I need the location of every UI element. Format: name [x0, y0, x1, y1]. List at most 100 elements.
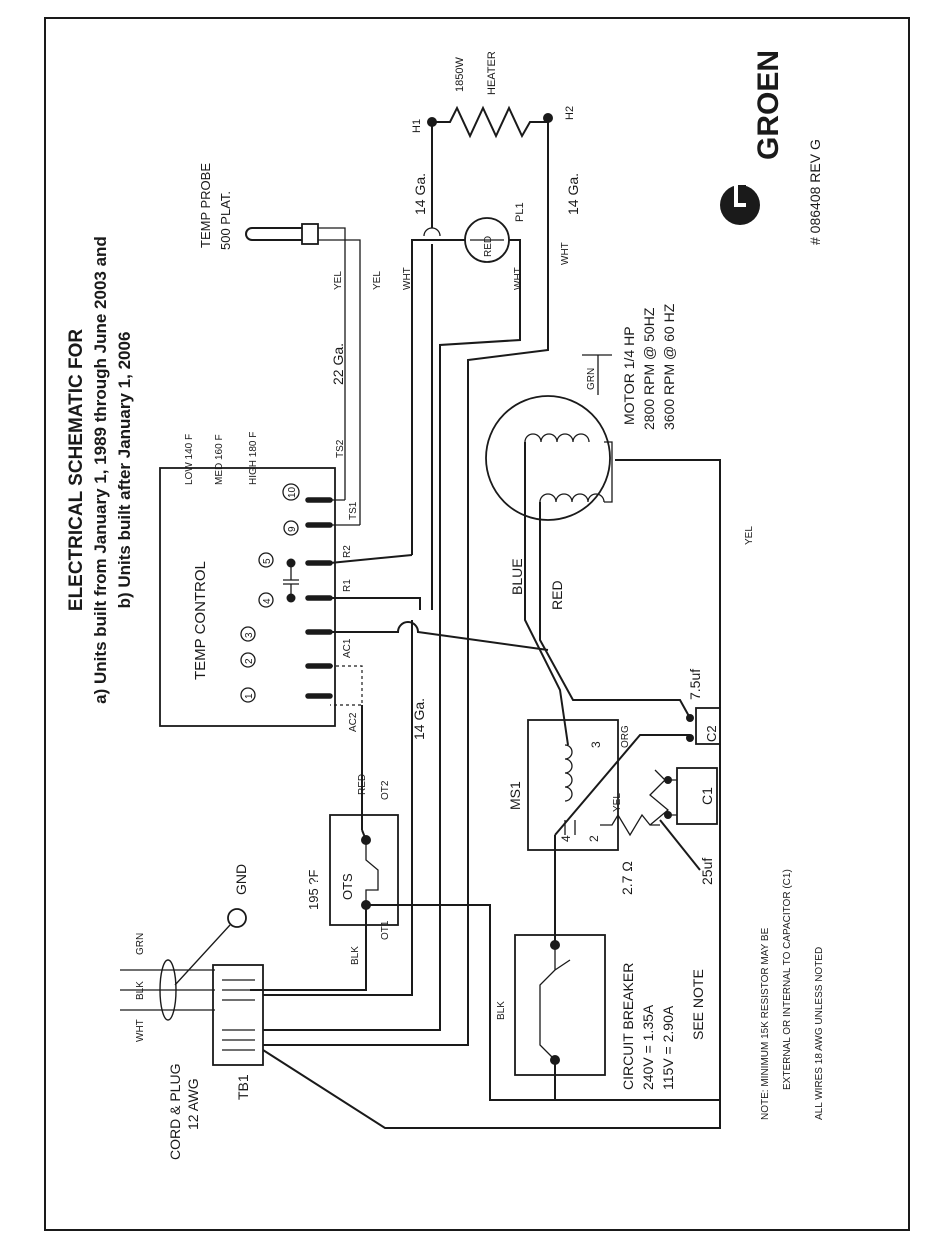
wire-tb1-wht-2: [263, 910, 469, 1046]
wire-label-red-motor: RED: [549, 580, 565, 610]
wire-label-grn-cord: GRN: [135, 933, 146, 955]
motor-line-1: MOTOR 1/4 HP: [621, 326, 637, 425]
wire-motor-red: [539, 502, 691, 719]
title-line-1: ELECTRICAL SCHEMATIC FOR: [66, 329, 87, 611]
heater-terminal-h2: H2: [564, 106, 576, 120]
temp-control-title: TEMP CONTROL: [192, 561, 209, 680]
wire-h2-feed: [467, 118, 549, 910]
label-ts2: TS2: [335, 439, 346, 458]
motor-line-3: 3600 RPM @ 60 HZ: [661, 303, 677, 430]
logo-wordmark: GROEN: [752, 50, 785, 160]
probe-head: [301, 223, 319, 245]
probe-spec: 500 PLAT.: [218, 191, 233, 250]
heater-rating: 1850W: [454, 57, 466, 92]
breaker-line-3: 115V = 2.90A: [660, 1005, 676, 1090]
sheet-border: [44, 17, 910, 1231]
ground-label: GND: [233, 864, 249, 895]
capacitor-c2-label: C2: [704, 725, 719, 742]
heater-element: [432, 105, 548, 139]
gauge-14-control: 14 Ga.: [411, 698, 427, 740]
wire-label-grn-motor: GRN: [586, 368, 597, 390]
pilot-light-label: PL1: [514, 202, 526, 222]
gauge-14-h1: 14 Ga.: [412, 173, 428, 215]
bleed-resistor: [649, 769, 670, 826]
wire-tb1-wht-1: [263, 900, 441, 1031]
motor-ground: [582, 354, 612, 395]
heater-name: HEATER: [486, 51, 498, 95]
gauge-14-h2: 14 Ga.: [565, 173, 581, 215]
ots-temp: 195 ?F: [306, 869, 321, 910]
wire-ac1: [330, 621, 549, 651]
probe-leads: [318, 227, 361, 525]
wire-label-yel-probe-2: YEL: [372, 271, 383, 290]
note-line-2: EXTERNAL OR INTERNAL TO CAPACITOR (C1): [782, 869, 793, 1090]
ots-switch: [365, 840, 379, 905]
resistor-value: 2.7 Ω: [619, 861, 635, 895]
wire-ots-to-breaker: [366, 904, 720, 1101]
wire-crossover-h1: [423, 227, 441, 237]
tb1-block: [212, 964, 264, 1066]
wire-label-blue: BLUE: [509, 558, 525, 595]
label-r1: R1: [342, 579, 353, 592]
wire-tb1-blk: [263, 620, 413, 996]
terminal-5: [258, 552, 274, 568]
capacitor-c2-value: 7.5uf: [687, 669, 703, 700]
probe-name: TEMP PROBE: [198, 163, 213, 248]
breaker-line-2: 240V = 1.35A: [640, 1004, 656, 1090]
ground-symbol: [227, 908, 247, 928]
note-line-3: ALL WIRES 18 AWG UNLESS NOTED: [814, 947, 825, 1120]
wire-pilot-left: [411, 239, 465, 555]
wire-label-org: ORG: [620, 725, 631, 748]
capacitor-c1-value: 25uf: [699, 858, 715, 885]
wire-ms1-org: [554, 734, 690, 836]
groen-logo: GROEN # 086408 REV G: [720, 50, 823, 245]
setting-high: HIGH 180 F: [248, 432, 259, 485]
terminal-9: [283, 520, 299, 536]
motor-winding-aux: [539, 493, 605, 503]
wire-label-blk-cord: BLK: [135, 981, 146, 1000]
wire-label-yel-motor: YEL: [744, 526, 755, 545]
ots-ot2: OT2: [380, 780, 391, 800]
temp-control-tabs: [305, 497, 333, 699]
title-line-3: b) Units built after January 1, 2006: [115, 332, 134, 609]
wire-label-wht-2: WHT: [513, 267, 524, 290]
terminal-4: [258, 592, 274, 608]
gauge-22: 22 Ga.: [330, 343, 346, 385]
title-block: ELECTRICAL SCHEMATIC FOR a) Units built …: [66, 236, 134, 704]
wire-label-blk-breaker: BLK: [496, 1001, 507, 1020]
title-line-2: a) Units built from January 1, 1989 thro…: [91, 236, 110, 704]
wire-label-red-ots: RED: [357, 774, 368, 795]
wire-label-wht-3: WHT: [560, 242, 571, 265]
setting-low: LOW 140 F: [184, 434, 195, 485]
ms1-name: MS1: [507, 781, 523, 810]
wire-label-yel-probe-1: YEL: [333, 271, 344, 290]
label-ac2: AC2: [348, 712, 359, 732]
ms1-pin-4: 4: [559, 835, 573, 842]
probe-stem: [252, 227, 302, 241]
cord-line-1: CORD & PLUG: [167, 1064, 183, 1160]
ms1-pin-2: 2: [587, 835, 601, 842]
breaker-line-1: CIRCUIT BREAKER: [620, 963, 636, 1090]
terminal-3: [240, 626, 256, 642]
label-ts1: TS1: [348, 501, 359, 520]
label-r2: R2: [342, 545, 353, 558]
note-line-1: NOTE: MINIMUM 15K RESISTOR MAY BE: [760, 927, 771, 1120]
svg-text:10: 10: [287, 486, 298, 498]
wire-pilot-right: [439, 239, 521, 900]
terminal-10: [282, 483, 300, 501]
capacitor-c2: [695, 707, 721, 745]
svg-text:1: 1: [244, 693, 255, 699]
see-note-label: SEE NOTE: [690, 969, 706, 1040]
wire-r1: [330, 597, 421, 610]
breaker-switch: [539, 945, 571, 1061]
cord-leads: [120, 969, 215, 1011]
svg-text:2: 2: [244, 658, 255, 664]
ots-ot1: OT1: [380, 920, 391, 940]
terminal-2: [240, 652, 256, 668]
tb1-label: TB1: [235, 1074, 251, 1100]
motor-line-2: 2800 RPM @ 50HZ: [641, 307, 657, 430]
part-number: # 086408 REV G: [807, 139, 823, 245]
see-note-leader: [659, 819, 701, 871]
